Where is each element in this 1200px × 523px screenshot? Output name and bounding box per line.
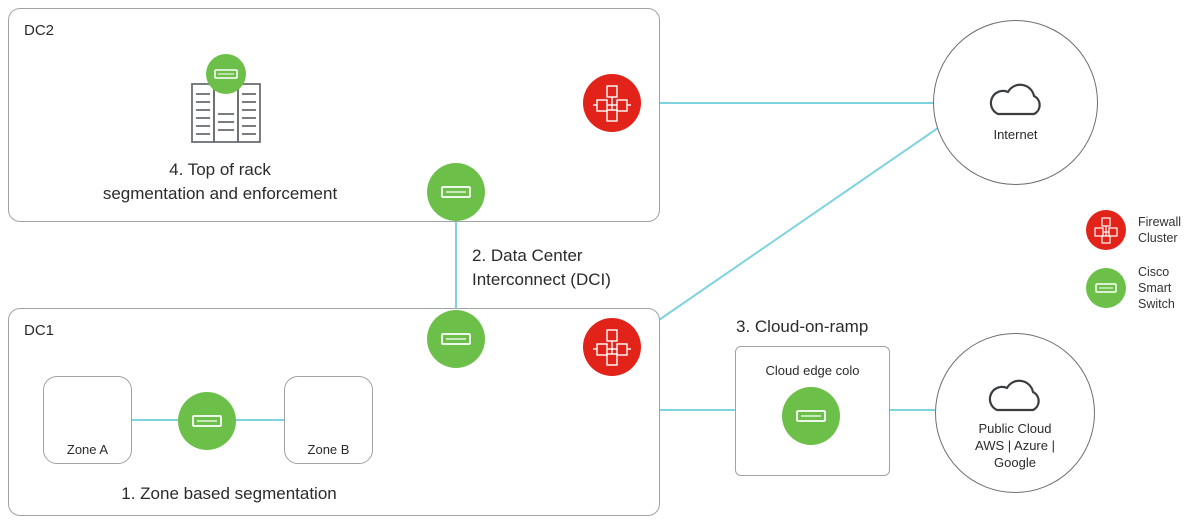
public-cloud-label: Public Cloud AWS | Azure | Google xyxy=(935,420,1095,471)
legend-firewall-line1: Firewall xyxy=(1138,215,1182,229)
internet-label: Internet xyxy=(993,127,1038,142)
zone-b-box xyxy=(284,376,373,464)
dc1-title: DC1 xyxy=(24,322,55,339)
public-cloud-line1: Public Cloud xyxy=(978,421,1052,436)
dc1-firewall-icon xyxy=(583,318,641,376)
dci-label-line1: 2. Data Center xyxy=(472,246,583,265)
dc2-caption-line1: 4. Top of rack xyxy=(169,160,271,179)
legend-firewall-label: Firewall Cluster xyxy=(1138,214,1181,246)
zone-a-box xyxy=(43,376,132,464)
dci-label: 2. Data Center Interconnect (DCI) xyxy=(472,244,611,292)
server-rack-icon xyxy=(190,74,262,144)
cloud-edge-colo-label: Cloud edge colo xyxy=(765,363,860,378)
dc2-caption: 4. Top of rack segmentation and enforcem… xyxy=(70,158,370,206)
public-cloud-icon xyxy=(983,376,1047,416)
legend-switch-label: Cisco Smart Switch xyxy=(1138,264,1175,312)
zone-a-label: Zone A xyxy=(66,442,109,457)
colo-switch-icon xyxy=(782,387,840,445)
dc2-title: DC2 xyxy=(24,22,55,39)
dc1-caption: 1. Zone based segmentation xyxy=(121,484,337,503)
public-cloud-line2: AWS | Azure | xyxy=(975,438,1055,453)
internet-circle xyxy=(933,20,1098,185)
public-cloud-circle xyxy=(935,333,1095,493)
zone-switch-icon xyxy=(178,392,236,450)
dci-switch-dc1-icon xyxy=(427,310,485,368)
legend-firewall-line2: Cluster xyxy=(1138,231,1178,245)
legend-switch-line2: Smart xyxy=(1138,281,1172,295)
legend-firewall-icon xyxy=(1086,210,1126,250)
dc2-box xyxy=(8,8,660,222)
link-dc1-internet xyxy=(639,127,939,334)
legend-switch-line1: Cisco xyxy=(1138,265,1170,279)
legend-switch-icon xyxy=(1086,268,1126,308)
zone-b-label: Zone B xyxy=(307,442,350,457)
dci-label-line2: Interconnect (DCI) xyxy=(472,270,611,289)
cloud-on-ramp-title: 3. Cloud-on-ramp xyxy=(736,317,869,336)
dc2-firewall-icon xyxy=(583,74,641,132)
dci-switch-dc2-icon xyxy=(427,163,485,221)
tor-switch-icon xyxy=(206,54,246,94)
public-cloud-line3: Google xyxy=(994,455,1036,470)
internet-cloud-icon xyxy=(984,80,1048,120)
dc2-caption-line2: segmentation and enforcement xyxy=(102,184,338,203)
legend-switch-line3: Switch xyxy=(1138,297,1175,311)
